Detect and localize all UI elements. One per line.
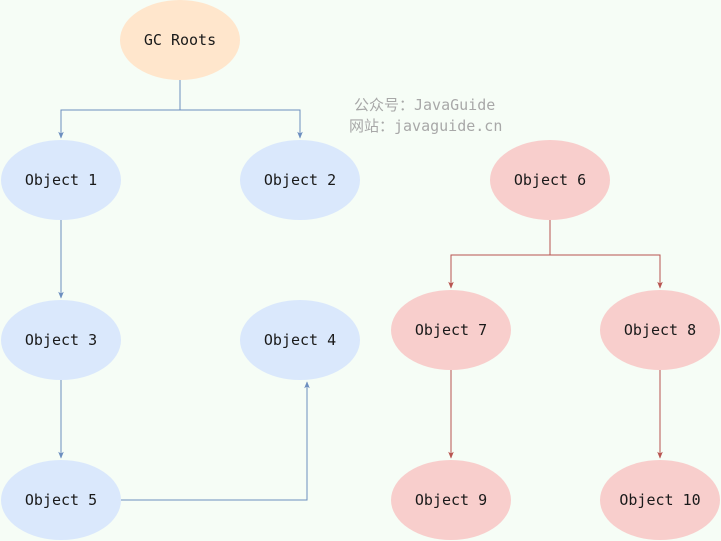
node-label: Object 9	[415, 491, 487, 509]
node-label: Object 1	[25, 171, 97, 189]
edge-object-5-object-4	[121, 381, 310, 501]
node-label: GC Roots	[144, 31, 216, 49]
node-gc-roots: GC Roots	[120, 0, 240, 80]
node-object-6: Object 6	[490, 140, 610, 220]
node-object-10: Object 10	[600, 460, 720, 540]
watermark: 公众号：JavaGuide 网站：javaguide.cn	[349, 96, 502, 135]
edge-object-6-object-7	[448, 220, 551, 289]
edges	[58, 80, 663, 501]
node-object-5: Object 5	[1, 460, 121, 540]
node-object-9: Object 9	[391, 460, 511, 540]
edge-gc-roots-object-1	[58, 80, 181, 139]
node-label: Object 2	[264, 171, 336, 189]
node-label: Object 8	[624, 321, 696, 339]
edge-gc-roots-object-2	[179, 80, 303, 139]
node-object-3: Object 3	[1, 300, 121, 380]
edge-object-6-object-8	[549, 220, 663, 289]
node-object-1: Object 1	[1, 140, 121, 220]
node-label: Object 10	[619, 491, 700, 509]
node-label: Object 6	[514, 171, 586, 189]
node-object-8: Object 8	[600, 290, 720, 370]
node-label: Object 7	[415, 321, 487, 339]
watermark-line-2: 网站：javaguide.cn	[349, 117, 502, 135]
node-object-7: Object 7	[391, 290, 511, 370]
node-object-2: Object 2	[240, 140, 360, 220]
node-object-4: Object 4	[240, 300, 360, 380]
node-label: Object 5	[25, 491, 97, 509]
node-label: Object 3	[25, 331, 97, 349]
node-label: Object 4	[264, 331, 336, 349]
watermark-line-1: 公众号：JavaGuide	[354, 96, 495, 114]
